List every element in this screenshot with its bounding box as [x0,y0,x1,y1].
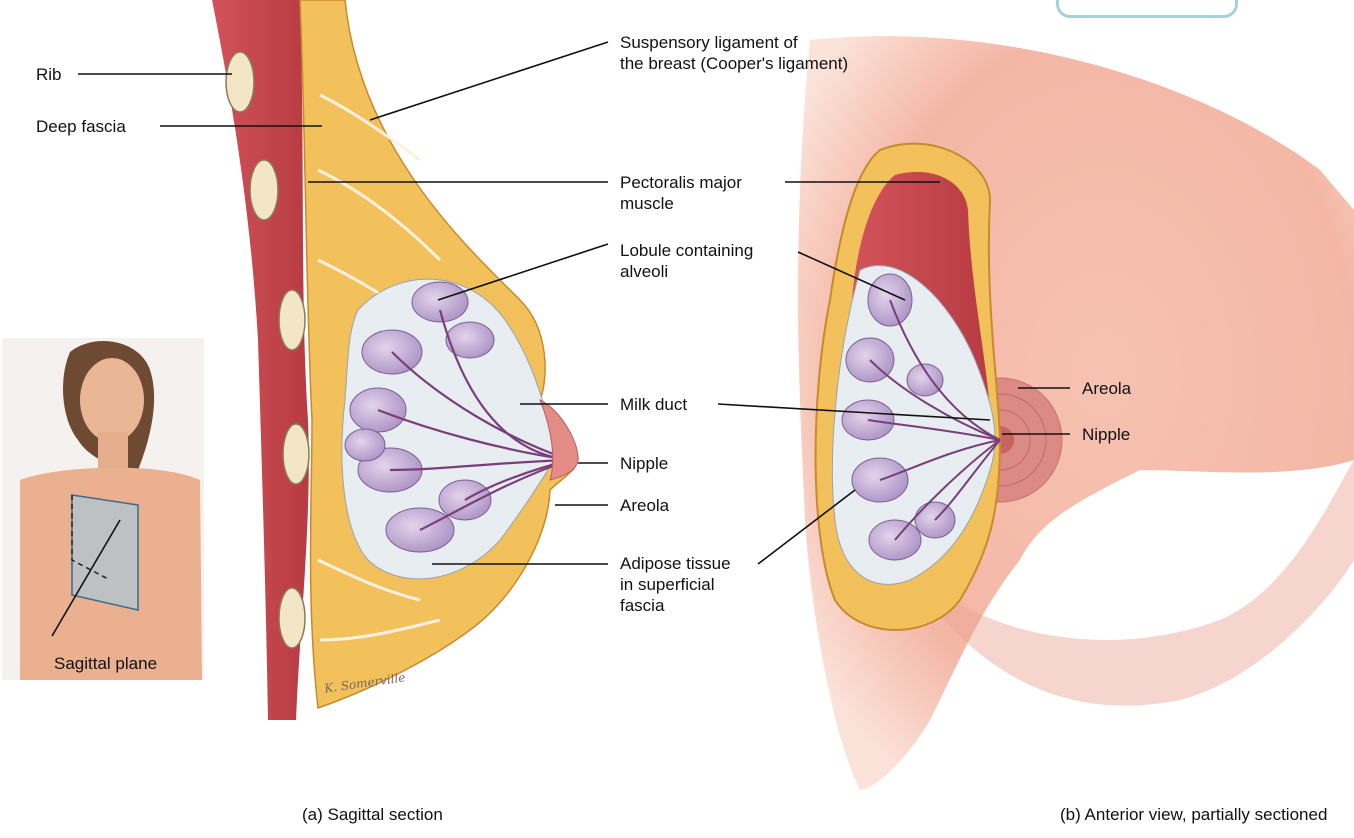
label-milk-duct: Milk duct [620,394,687,415]
label-lobule-line1: Lobule containing [620,240,753,261]
face [80,358,144,442]
label-suspensory-ligament-line1: Suspensory ligament of [620,32,798,53]
label-adipose-line1: Adipose tissue [620,553,731,574]
label-areola-anterior: Areola [1082,378,1131,399]
label-pectoralis-line1: Pectoralis major [620,172,742,193]
label-suspensory-ligament-line2: the breast (Cooper's ligament) [620,53,848,74]
label-areola-sagittal: Areola [620,495,669,516]
label-pectoralis-line2: muscle [620,193,674,214]
label-adipose-line3: fascia [620,595,664,616]
sagittal-plane-sheet [72,495,138,610]
label-rib: Rib [36,64,62,85]
label-nipple-sagittal: Nipple [620,453,668,474]
woman-thumbnail [2,338,204,680]
label-nipple-anterior: Nipple [1082,424,1130,445]
sagittal-section [212,0,578,720]
caption-anterior-view: (b) Anterior view, partially sectioned [1060,804,1327,825]
label-lobule-line2: alveoli [620,261,668,282]
label-adipose-line2: in superficial [620,574,715,595]
label-sagittal-plane: Sagittal plane [54,653,157,674]
caption-sagittal-section: (a) Sagittal section [302,804,443,825]
neck [98,432,128,472]
label-deep-fascia: Deep fascia [36,116,126,137]
